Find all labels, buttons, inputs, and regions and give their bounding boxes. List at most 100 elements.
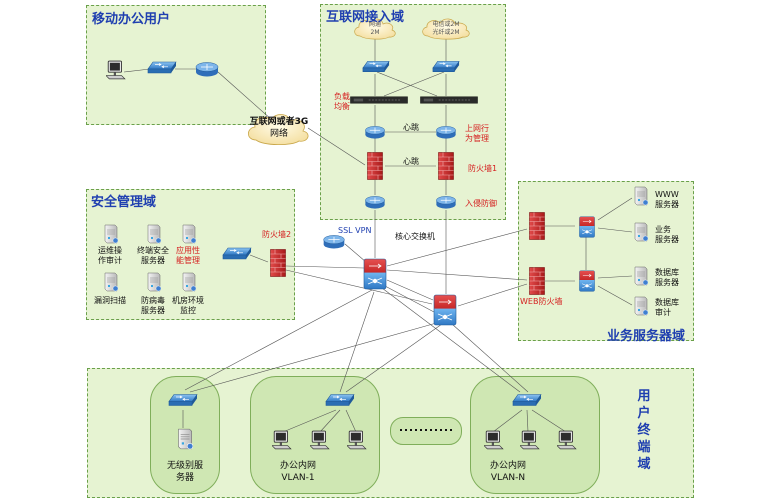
label-app-mgmt-2: 能管理	[176, 256, 200, 265]
link-core2-termsw2	[345, 323, 443, 393]
link-pc-switch	[123, 68, 151, 73]
core-switch-icon	[363, 258, 387, 290]
label-heartbeat-1: 心跳	[403, 123, 419, 132]
label-vlann-2: VLAN-N	[490, 473, 526, 483]
link-core2-termsw3	[451, 323, 529, 393]
router-icon	[435, 195, 457, 209]
zone-title-terminal-char: 域	[637, 457, 651, 472]
zone-title-security: 安全管理域	[91, 195, 157, 210]
label-vlann-1: 办公内网	[489, 461, 526, 471]
router-icon	[364, 195, 386, 209]
label-db-audit: 数据库 审计	[655, 298, 679, 318]
cloud-internet-line1: 互联网或者3G	[249, 117, 309, 127]
pc-icon	[557, 430, 577, 450]
label-vuln-scan: 漏洞扫描	[94, 296, 126, 305]
firewall-icon	[367, 152, 383, 180]
link-tsw3-pc1	[492, 409, 523, 433]
link-core1-webfw	[386, 269, 528, 281]
label-room-env-2: 监控	[180, 306, 196, 315]
label-antivirus-2: 服务器	[141, 306, 165, 315]
load-balancer-icon	[420, 95, 478, 105]
label-behavior-2: 为管理	[465, 134, 489, 143]
server-icon	[632, 186, 648, 206]
label-web-firewall: WEB防火墙	[520, 297, 563, 306]
link-fw2-core1	[285, 265, 365, 269]
link-tsw2-pc1	[282, 409, 337, 433]
label-load-balance-1: 负载	[334, 92, 350, 101]
connection-lines	[123, 38, 633, 433]
pc-icon	[484, 430, 504, 450]
firewall-icon	[438, 152, 454, 180]
link-sw2-lb1	[383, 71, 445, 97]
zone-title-terminal-char: 用	[637, 389, 651, 404]
zone-title-internet: 互联网接入域	[326, 10, 405, 25]
label-behavior-1: 上网行	[465, 124, 489, 133]
label-ops-audit-2: 作审计	[98, 256, 122, 265]
router-icon	[364, 125, 386, 139]
cloud-icon	[354, 18, 396, 40]
zone-title-terminal-char: 端	[637, 440, 651, 455]
cloud-internet-label: 互联网或者3G 网络	[249, 116, 309, 140]
label-ops-audit-1: 运维操	[98, 246, 122, 255]
label-nolevel-server: 无级别服 务器	[152, 460, 218, 484]
label-nolevel-1: 无级别服	[166, 461, 203, 471]
label-antivirus: 防病毒 服务器	[133, 296, 173, 316]
zone-security-mgmt	[86, 189, 295, 320]
zone-internet-access	[320, 4, 506, 220]
label-www-server: WWW 服务器	[655, 190, 679, 210]
label-room-env-1: 机房环境	[172, 296, 204, 305]
link-core1-core2	[386, 279, 434, 301]
cloud-isp1-line1: 网通	[368, 21, 381, 28]
cloud-icon	[247, 114, 309, 146]
link-tsw3-pc2	[526, 409, 529, 433]
label-firewall1: 防火墙1	[468, 164, 498, 173]
zone-title-mobile: 移动办公用户	[92, 12, 171, 27]
label-www-2: 服务器	[655, 200, 679, 209]
core-switch-icon	[433, 294, 457, 326]
link-tsw2-pc3	[345, 409, 357, 433]
pc-icon	[520, 430, 540, 450]
label-behavior-mgmt: 上网行 为管理	[465, 124, 489, 144]
link-core1-termsw1	[184, 289, 373, 391]
firewall-icon	[529, 267, 545, 295]
link-core2-termsw1	[189, 321, 441, 393]
label-ops-audit: 运维操 作审计	[92, 246, 128, 266]
pc-icon	[272, 430, 292, 450]
router-icon	[195, 61, 219, 77]
label-ips: 入侵防御	[465, 199, 497, 208]
switch-icon	[222, 247, 252, 261]
link-tsw3-pc3	[531, 409, 567, 433]
pc-icon	[347, 430, 367, 450]
label-antivirus-1: 防病毒	[141, 296, 165, 305]
label-vlan-1: 办公内网 VLAN-1	[268, 460, 328, 484]
label-biz-server: 业务 服务器	[655, 225, 679, 245]
firewall-icon	[529, 212, 545, 240]
cloud-internet-line2: 网络	[269, 129, 288, 139]
zone-business-servers	[518, 181, 694, 341]
server-icon	[632, 296, 648, 316]
cloud-isp1-line2: 2M	[370, 29, 380, 36]
label-terminal-security: 终端安全 服务器	[133, 246, 173, 266]
switch-icon	[512, 393, 542, 408]
label-db-audit-1: 数据库	[655, 298, 679, 307]
link-ssl-core	[344, 243, 367, 263]
label-vlan1-1: 办公内网	[279, 461, 316, 471]
cloud-isp1-label: 网通 2M	[357, 21, 393, 37]
server-icon	[145, 272, 161, 292]
cloud-icon	[422, 18, 470, 40]
zone-title-business: 业务服务器域	[607, 329, 686, 344]
label-heartbeat-2: 心跳	[403, 157, 419, 166]
server-icon	[102, 224, 118, 244]
link-cloud-firewall	[307, 127, 366, 166]
pc-icon	[310, 430, 330, 450]
switch-icon	[168, 393, 198, 408]
link-sw1-lb2	[376, 71, 438, 97]
link-fw2-core2	[285, 269, 433, 305]
server-icon	[180, 272, 196, 292]
link-router-cloud	[217, 71, 273, 121]
label-app-mgmt-1: 应用性	[176, 246, 200, 255]
label-nolevel-2: 务器	[175, 473, 194, 483]
label-app-perf-mgmt: 应用性 能管理	[170, 246, 206, 266]
